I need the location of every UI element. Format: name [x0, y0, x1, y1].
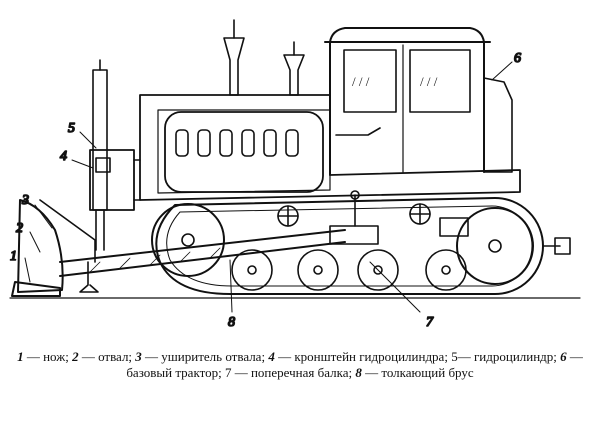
blade-extender: [39, 199, 96, 263]
engine-louvres: [164, 111, 324, 193]
caption-num-8: 8: [355, 364, 362, 380]
push-beam-hatching: [89, 247, 221, 273]
caption-num-5: 5: [451, 349, 458, 364]
caption-num-2: 2: [72, 349, 79, 364]
caption-text-5: — гидроцилиндр;: [457, 349, 561, 364]
engine-hood: [157, 109, 331, 194]
caption-text-3: — уширитель отвала;: [141, 349, 269, 364]
cab-rear-tank: [483, 77, 513, 173]
caption-num-3: 3: [135, 349, 142, 364]
window-hatch-left: / / /: [352, 74, 370, 89]
cab-window-left: / / /: [343, 49, 397, 113]
drive-sprocket: [456, 207, 534, 285]
caption-text-4: — кронштейн гидроцилиндра;: [274, 349, 452, 364]
caption-num-1: 1: [17, 349, 24, 364]
caption-num-6: 6: [560, 349, 567, 364]
callout-3: 3: [21, 193, 29, 208]
callout-8: 8: [228, 315, 235, 330]
callout-6: 6: [514, 51, 521, 66]
support-rollers: [277, 203, 431, 227]
exhaust-pipe: [223, 19, 245, 96]
callout-4: 4: [60, 149, 67, 164]
air-intake: [283, 41, 305, 96]
caption-text-1: — нож;: [23, 349, 73, 364]
cab: [329, 27, 485, 176]
caption-text-8: — толкающий брус: [361, 364, 474, 380]
caption-text-2: — отвал;: [78, 349, 136, 364]
cab-window-right: / / /: [409, 49, 471, 113]
callout-7: 7: [426, 315, 434, 330]
leader-lines: [24, 61, 513, 313]
callout-5: 5: [68, 121, 75, 136]
rear-hitch: [542, 237, 571, 255]
blade-moldboard: [17, 199, 64, 293]
blade-support-foot: [79, 261, 99, 293]
track-inner-line: [166, 205, 533, 287]
callout-2: 2: [16, 221, 23, 236]
caption-text-7: — поперечная балка;: [231, 364, 356, 380]
window-hatch-right: / / /: [420, 74, 438, 89]
cross-beam: [329, 190, 469, 245]
road-wheels: [231, 249, 467, 291]
callout-1: 1: [10, 249, 17, 264]
cylinder-bracket: [89, 149, 141, 211]
push-beam: [59, 229, 346, 277]
figure-caption: 1 — нож; 2 — отвал; 3 — уширитель отвала…: [8, 349, 592, 380]
crawler-track: [155, 197, 544, 295]
caption-num-7: 7: [224, 364, 232, 380]
blade-knife: [11, 281, 61, 297]
control-lever: [335, 127, 381, 136]
front-idler-wheel: [151, 203, 225, 277]
hydraulic-cylinder: [92, 59, 108, 251]
caption-num-4: 4: [268, 349, 275, 364]
caption-text-6: — базовый трактор;: [126, 349, 583, 380]
bulldozer-diagram: / / / / / /: [9, 19, 581, 331]
